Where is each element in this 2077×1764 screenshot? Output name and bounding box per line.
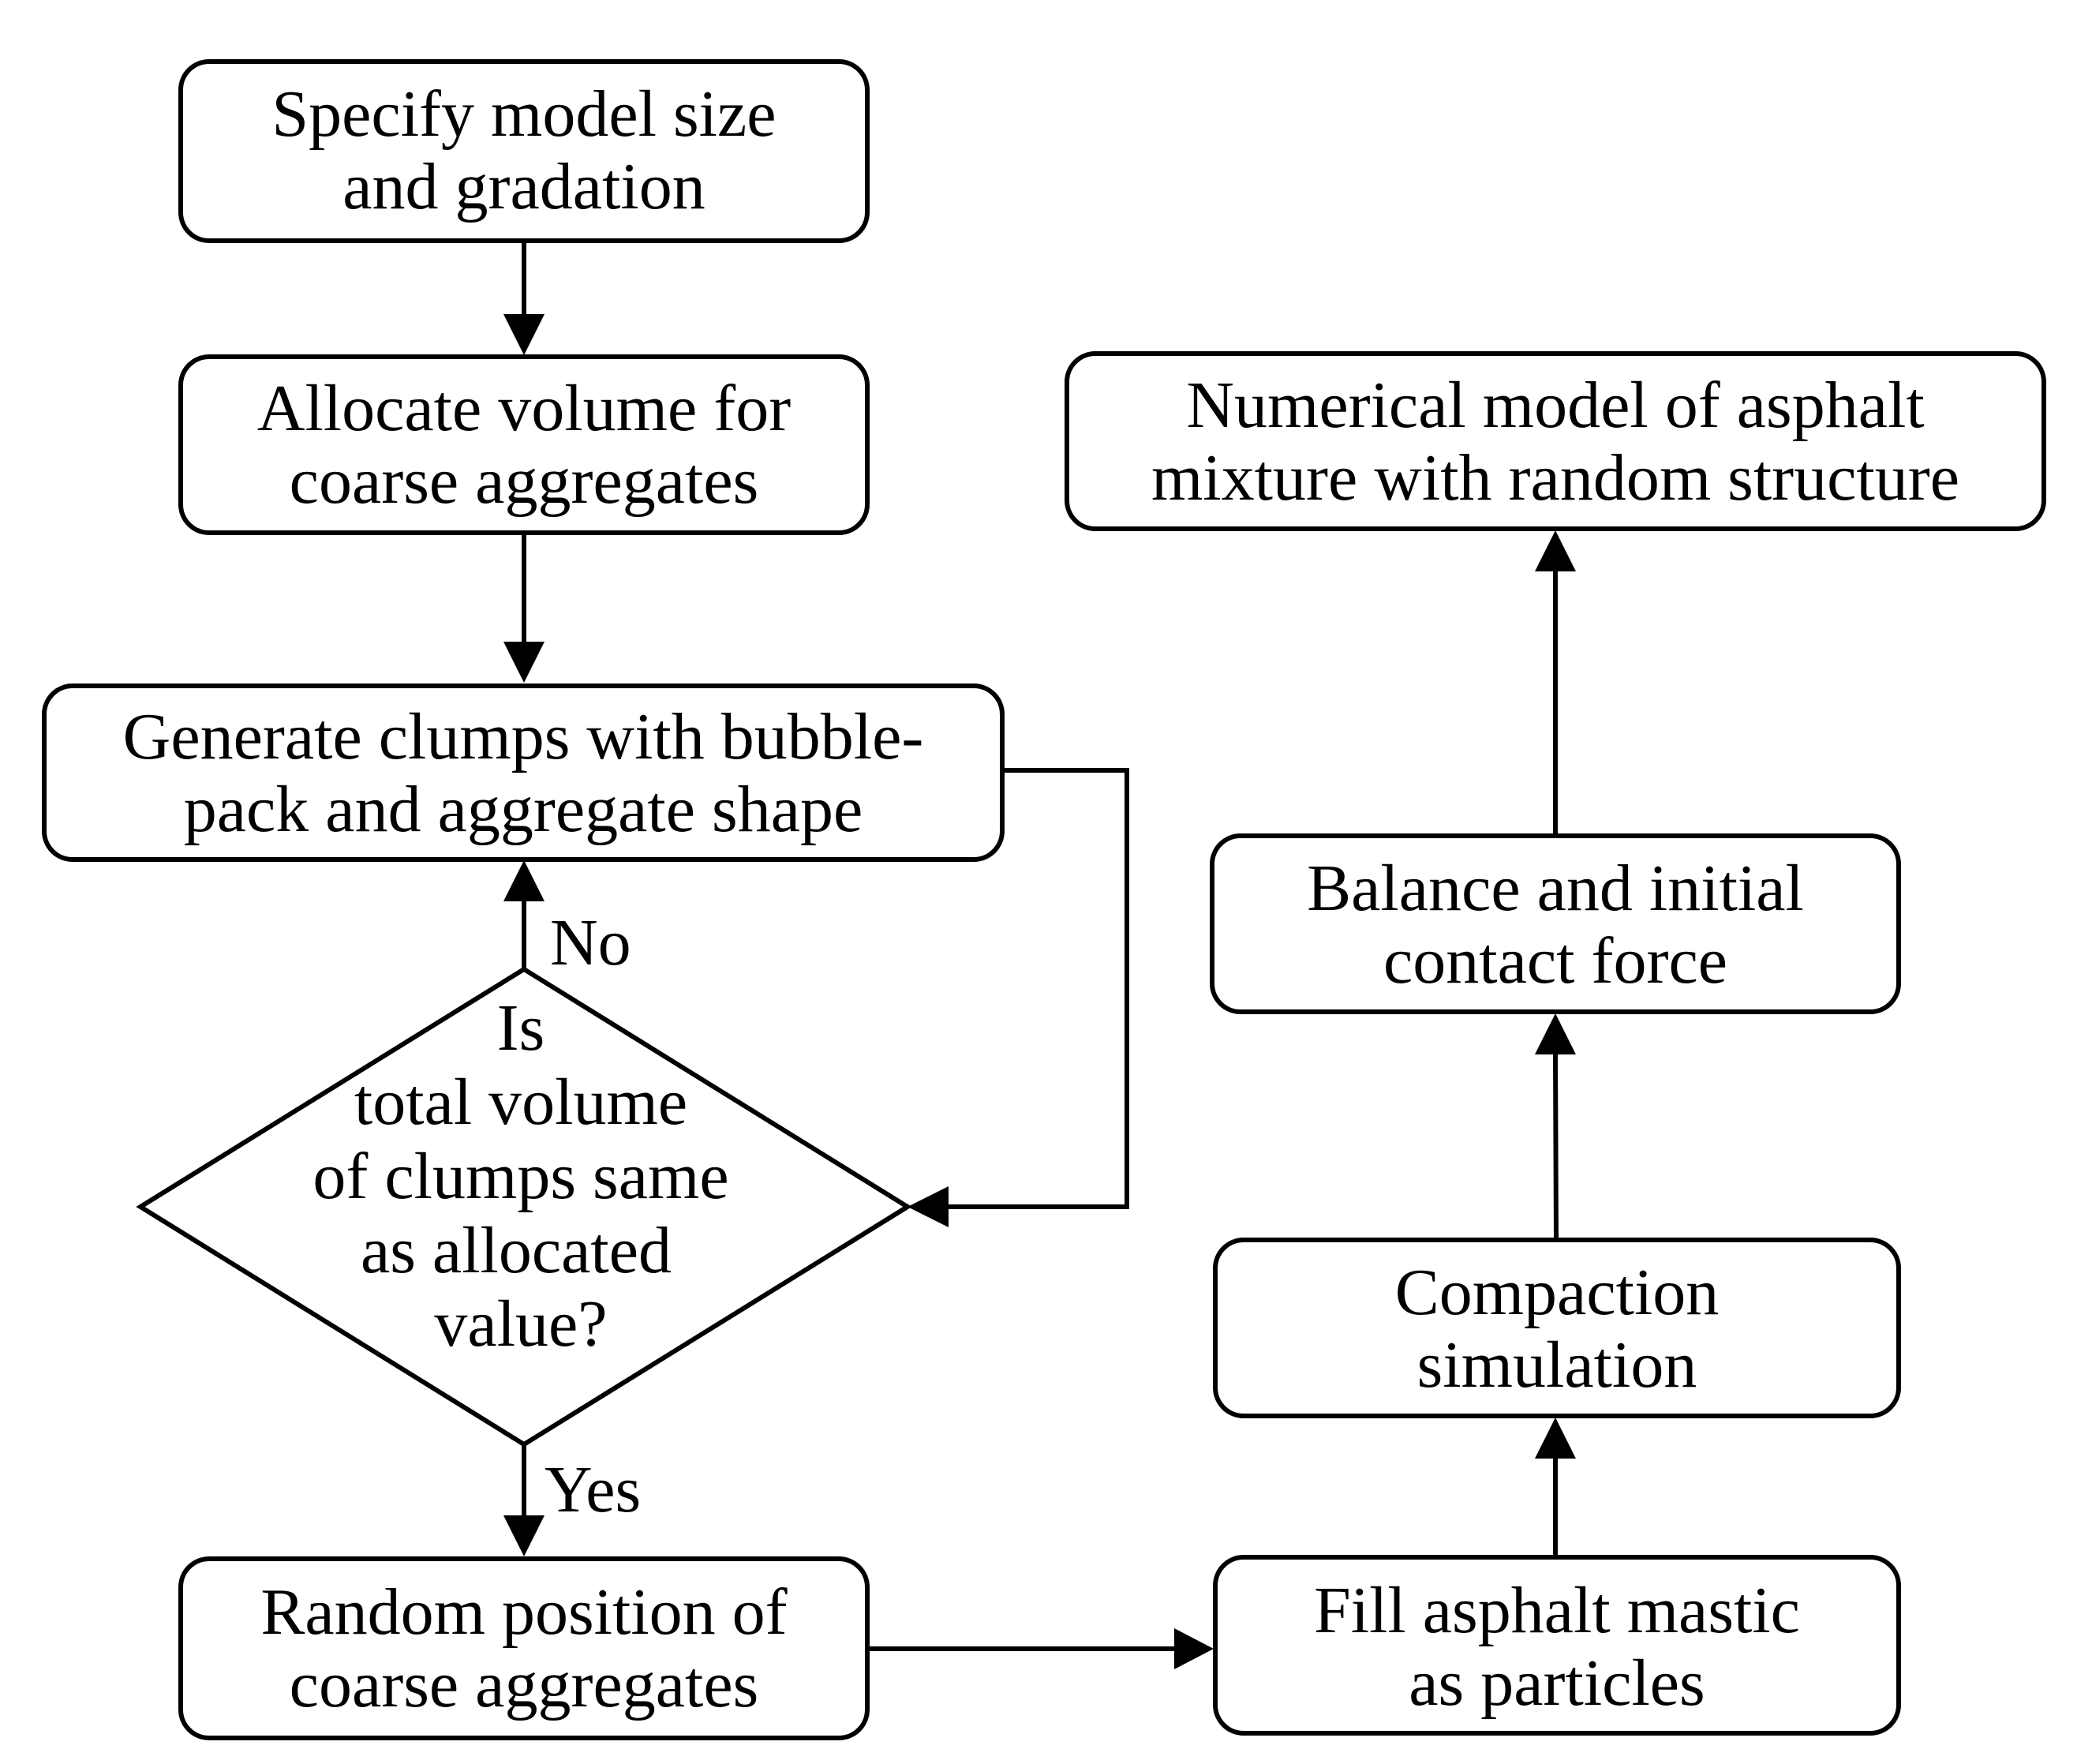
decision-label-line: of clumps same bbox=[312, 1140, 728, 1213]
node-label-line: Fill asphalt mastic bbox=[1314, 1574, 1800, 1647]
node-label-line: Generate clumps with bubble- bbox=[123, 700, 924, 773]
node-label-line: coarse aggregates bbox=[290, 1648, 759, 1721]
decision-label-line: value? bbox=[434, 1287, 607, 1361]
node-label-line: Numerical model of asphalt bbox=[1186, 369, 1924, 442]
node-label-line: mixture with random structure bbox=[1151, 441, 1959, 515]
decision-label-line: total volume bbox=[354, 1066, 687, 1139]
decision-label-line: Is bbox=[497, 991, 545, 1065]
connectors bbox=[503, 241, 1576, 1669]
node-label-line: Random position of bbox=[260, 1575, 787, 1649]
arrowhead-up-icon bbox=[1535, 1013, 1576, 1054]
node-random-position: Random position of coarse aggregates bbox=[178, 1556, 870, 1740]
node-numerical-model: Numerical model of asphalt mixture with … bbox=[1065, 351, 2046, 531]
node-label-line: coarse aggregates bbox=[290, 444, 759, 518]
node-generate-clumps: Generate clumps with bubble- pack and ag… bbox=[42, 684, 1005, 862]
arrowhead-left-icon bbox=[908, 1186, 949, 1227]
node-allocate-volume: Allocate volume for coarse aggregates bbox=[178, 354, 870, 535]
node-label-line: pack and aggregate shape bbox=[184, 773, 863, 846]
decision-label-line: as allocated bbox=[361, 1214, 672, 1287]
node-specify-model-size: Specify model size and gradation bbox=[178, 59, 870, 243]
arrowhead-up-icon bbox=[1535, 530, 1576, 571]
node-fill-asphalt-mastic: Fill asphalt mastic as particles bbox=[1213, 1555, 1901, 1736]
node-balance-initial-contact: Balance and initial contact force bbox=[1210, 833, 1901, 1014]
arrowhead-down-icon bbox=[503, 314, 545, 355]
node-decision-total-volume: Is total volume of clumps same as alloca… bbox=[136, 966, 912, 1448]
arrowhead-up-icon bbox=[1535, 1418, 1576, 1459]
arrowhead-down-icon bbox=[503, 642, 545, 683]
node-label-line: contact force bbox=[1383, 924, 1727, 998]
arrow-compaction-to-balance bbox=[1553, 1052, 1559, 1241]
node-compaction-simulation: Compaction simulation bbox=[1213, 1238, 1901, 1418]
node-label-line: Specify model size bbox=[271, 77, 776, 151]
node-label-line: Allocate volume for bbox=[257, 372, 791, 445]
node-label-line: as particles bbox=[1409, 1646, 1705, 1720]
edge-label-no: No bbox=[550, 906, 631, 979]
node-label-line: Balance and initial bbox=[1307, 852, 1804, 925]
arrowhead-down-icon bbox=[503, 1515, 545, 1556]
node-label-line: Compaction bbox=[1395, 1256, 1720, 1329]
arrowhead-right-icon bbox=[1174, 1628, 1214, 1669]
node-label-line: simulation bbox=[1417, 1328, 1697, 1402]
edge-label-yes: Yes bbox=[545, 1453, 641, 1526]
arrow-generate-to-decision bbox=[947, 768, 1129, 1209]
arrowhead-up-icon bbox=[503, 860, 545, 901]
node-label-line: and gradation bbox=[342, 150, 705, 223]
